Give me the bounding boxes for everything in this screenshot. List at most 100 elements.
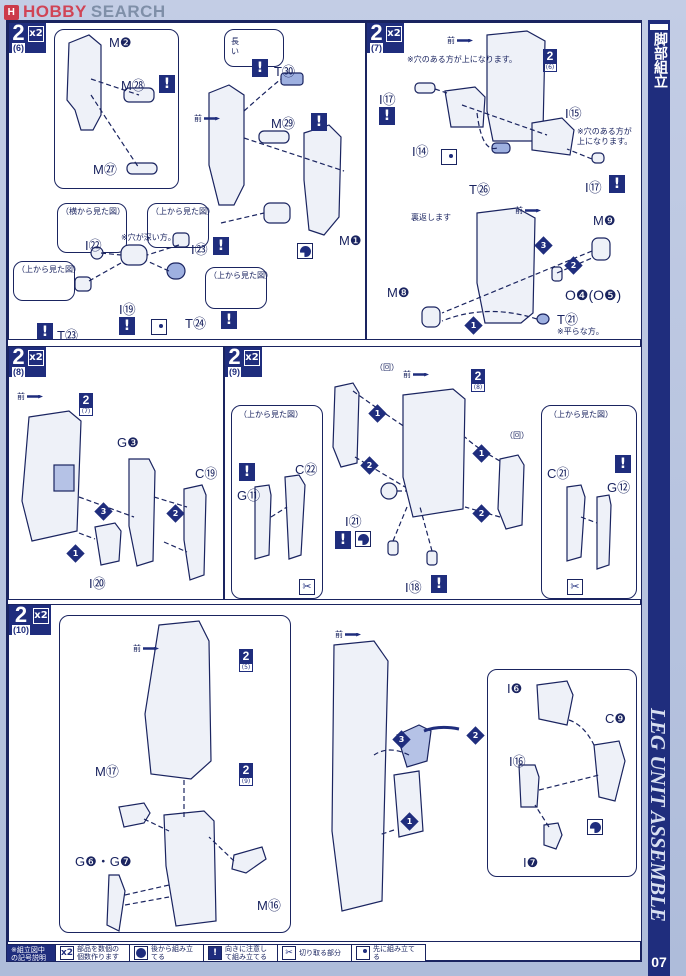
front-label: 前 — [447, 36, 455, 45]
exclamation-icon: ! — [239, 463, 255, 481]
part-i15 — [531, 117, 575, 156]
watermark-brand-hobby: HOBBY — [23, 2, 87, 21]
part-label-i7: I❼ — [523, 855, 539, 870]
part-label-i17: I⑰ — [379, 92, 396, 107]
exclamation-icon: ! — [37, 323, 53, 339]
part-c22 — [284, 474, 306, 560]
order-3-icon: 3 — [534, 236, 553, 255]
page-number: 07 — [648, 950, 670, 974]
part-g12 — [596, 494, 612, 570]
part-t24 — [166, 262, 186, 280]
step-6-diagram — [66, 34, 345, 292]
part-i23 — [172, 232, 190, 248]
lower-leg — [163, 810, 217, 927]
hip-joint — [263, 202, 291, 224]
top-view-title: （上から見た図） — [209, 271, 273, 280]
part-label-c22: C㉒ — [295, 462, 318, 477]
legend-heading: ※組立図中の記号説明 — [7, 945, 55, 962]
part-label-o4-o5: O❹(O❺) — [565, 287, 622, 303]
right-armor — [497, 454, 525, 530]
front-indicator: 前 — [17, 391, 43, 402]
multiplier-icon: x2 — [244, 350, 260, 366]
part-m27 — [126, 162, 158, 175]
step-sub: (7) — [370, 43, 383, 53]
first-assemble-icon — [151, 319, 167, 335]
front-label: 前 — [515, 206, 523, 215]
order-1-icon: 1 — [472, 444, 491, 463]
step-10-diagram — [106, 620, 626, 932]
part-label-t21: T㉑ — [557, 312, 578, 327]
part-label-m8: M❽ — [387, 285, 410, 300]
step-number: 2 — [228, 346, 241, 369]
step-ref-badge: 2(7) — [79, 393, 93, 416]
front-indicator: 前 — [447, 35, 473, 46]
part-m2 — [66, 34, 102, 131]
part-m1 — [303, 124, 342, 236]
nipper-icon: ✂ — [567, 579, 583, 595]
part-label-i14: I⑭ — [412, 144, 429, 159]
step-number: 2 — [12, 346, 25, 369]
exclamation-icon: ! — [252, 59, 268, 77]
part-label-i19: I⑲ — [119, 302, 136, 317]
section-title-en: LEG UNIT ASSEMBLE — [646, 708, 670, 922]
part-label-m17: M⑰ — [95, 764, 119, 779]
part-i18-b — [426, 550, 438, 566]
multiplier-icon: x2 — [28, 350, 44, 366]
grease-well-icon — [355, 531, 371, 547]
back-side-note: 裏返します — [411, 213, 451, 222]
ref-sub: (6) — [543, 63, 557, 72]
legend-item-grease-well: 後から組み立てる — [129, 945, 203, 961]
part-c9 — [593, 740, 626, 802]
part-label-g6-g7: G❻・G❼ — [75, 854, 132, 869]
front-arrow-icon — [27, 394, 43, 399]
legend-item-first-assemble: 先に組み立てる — [351, 945, 425, 961]
center-assembly — [402, 388, 466, 518]
hole-up-note: ※穴のある方が上になります。 — [577, 127, 633, 146]
part-label-t30: T㉚ — [274, 64, 295, 79]
order-2-icon: 2 — [166, 504, 185, 523]
part-i17-left — [414, 82, 436, 94]
step-badge: 2(6) x2 — [9, 23, 46, 53]
ref-step: 2 — [79, 393, 93, 407]
order-3-icon: 3 — [94, 502, 113, 521]
legend-text: 後から組み立てる — [151, 945, 193, 961]
order-1-icon: 1 — [368, 404, 387, 423]
front-label: 前 — [133, 644, 141, 653]
part-label-i22: I㉒ — [85, 238, 102, 253]
part-label-i17-right: I⑰ — [585, 180, 602, 195]
step-ref-badge: 2(9) — [239, 763, 253, 786]
hole-up-note: ※穴のある方が上になります。 — [407, 55, 517, 64]
step-badge: 2(10) x2 — [9, 605, 52, 635]
flat-side-note: ※平らな方。 — [557, 327, 604, 336]
front-indicator: 前 — [194, 113, 220, 124]
leg-detail — [53, 464, 75, 492]
exclamation-icon: ! — [615, 455, 631, 473]
multiplier-icon: x2 — [60, 946, 74, 960]
part-label-c21: C㉑ — [547, 466, 570, 481]
nipper-icon: ✂ — [282, 946, 296, 960]
part-m8 — [421, 306, 441, 328]
step-number: 2 — [12, 22, 25, 45]
side-view-title: （横から見た図） — [61, 207, 125, 216]
lower-leg — [476, 207, 536, 324]
order-1-icon: 1 — [400, 812, 419, 831]
part-label-m1: M❶ — [339, 233, 362, 248]
front-arrow-icon — [413, 372, 429, 377]
hole-deep-note: ※穴が深い方。 — [121, 233, 176, 242]
part-g3 — [128, 458, 156, 567]
front-arrow-icon — [457, 38, 473, 43]
part-label-i18: I⑱ — [405, 580, 422, 595]
long-note: 長い — [231, 37, 239, 56]
front-arrow-icon — [525, 208, 541, 213]
legend-text: 向きに注意して組み立てる — [225, 945, 267, 961]
ref-step: 2 — [543, 49, 557, 63]
swing-note: （回） — [375, 363, 399, 372]
top-view-callout — [205, 267, 267, 309]
top-view-title: （上から見た図） — [239, 410, 303, 419]
part-g11 — [254, 484, 272, 560]
part-i14 — [444, 86, 486, 128]
front-label: 前 — [194, 114, 202, 123]
part-label-i21: I㉑ — [345, 514, 362, 529]
symbol-legend: ※組立図中の記号説明 x2 部品を数個の個数作ります 後から組み立てる ! 向き… — [6, 944, 426, 962]
